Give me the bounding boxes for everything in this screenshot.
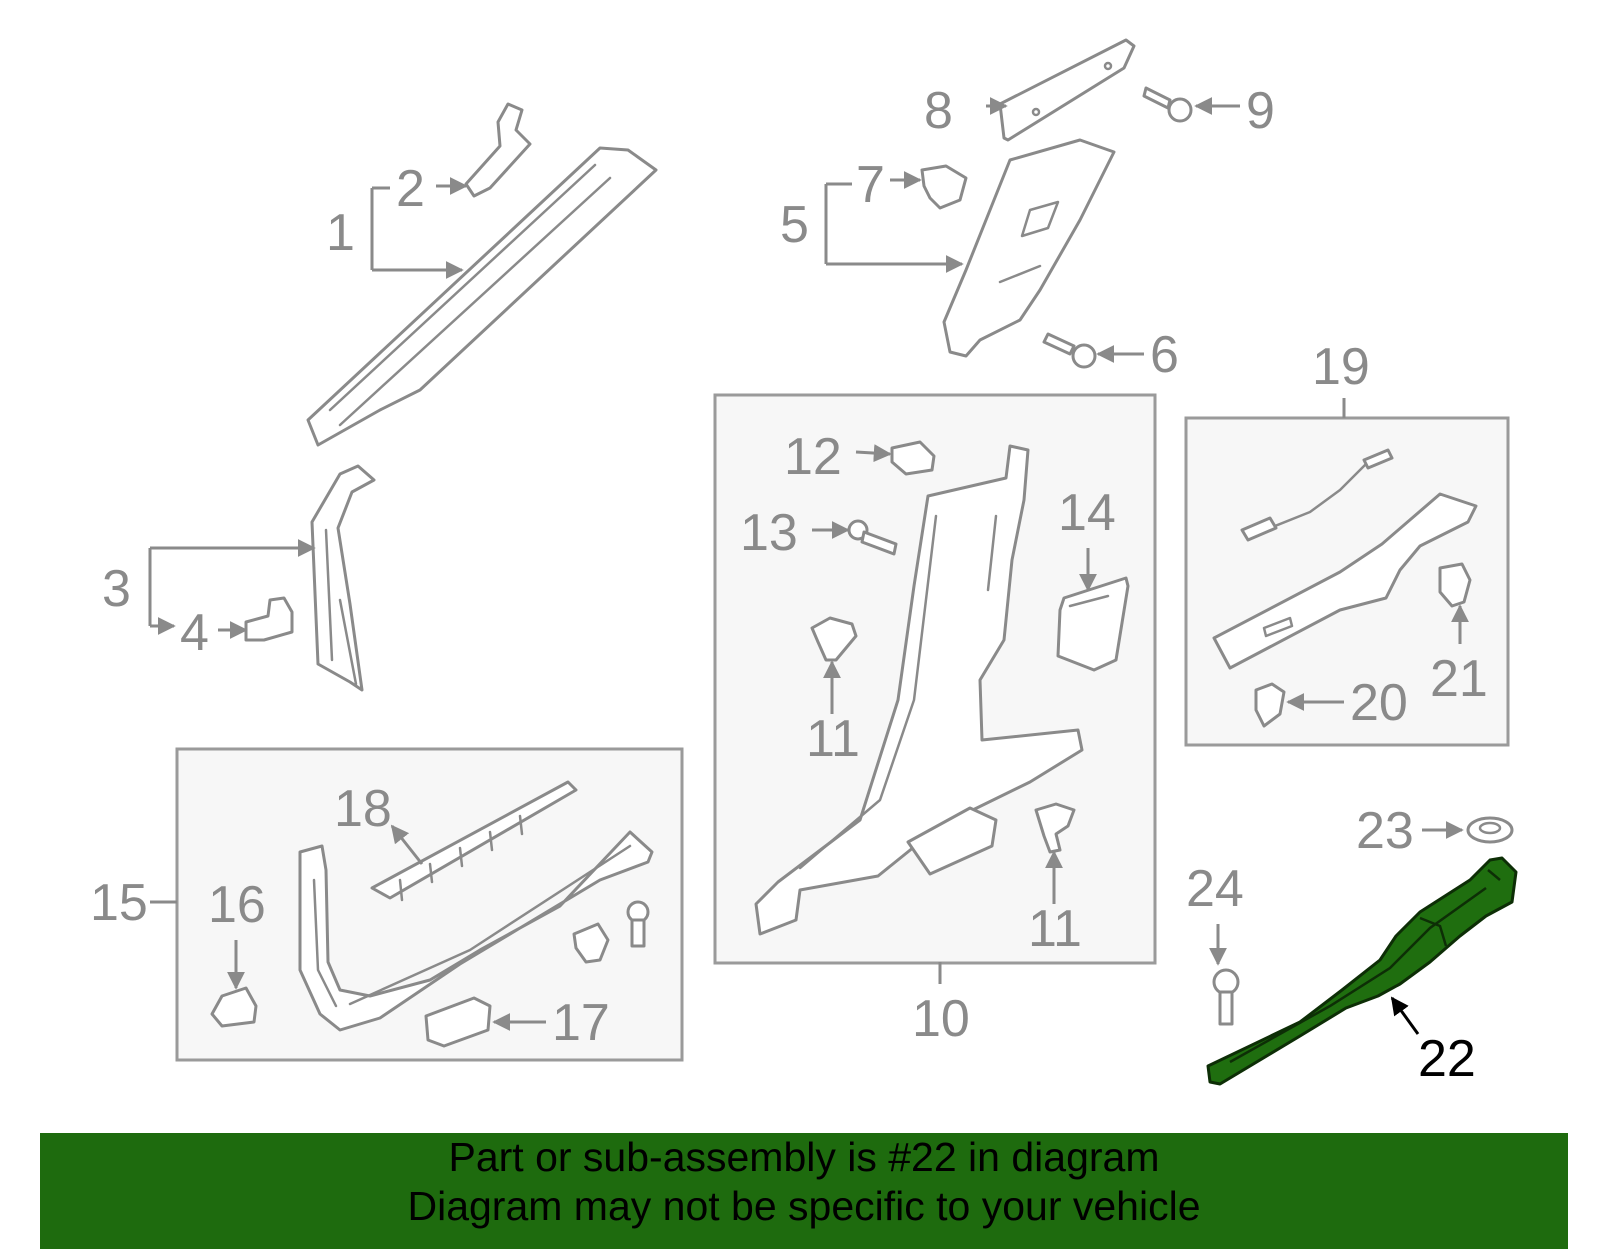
- part-labels: 1 2 3 4 5 6 7 8 9 10 11 11 12 13 14 15 1…: [90, 82, 1488, 1088]
- label-5: 5: [780, 196, 809, 254]
- part-22-bracket-highlighted[interactable]: [1206, 856, 1518, 1086]
- label-18: 18: [334, 780, 392, 838]
- label-2: 2: [396, 160, 425, 218]
- part-18-strip[interactable]: [370, 780, 578, 902]
- part-19-cable[interactable]: [1240, 448, 1394, 542]
- part-13-screw[interactable]: [847, 519, 898, 556]
- part-17-block[interactable]: [424, 996, 492, 1048]
- part-19-sill-trim[interactable]: [1212, 492, 1478, 670]
- label-12: 12: [784, 428, 842, 486]
- part-3-pillar-trim[interactable]: [310, 464, 376, 692]
- banner-line-2: Diagram may not be specific to your vehi…: [407, 1183, 1201, 1229]
- part-16-clip[interactable]: [210, 986, 258, 1028]
- label-20: 20: [1350, 674, 1408, 732]
- label-3: 3: [102, 560, 131, 618]
- part-4-clip[interactable]: [244, 596, 294, 642]
- part-6-bolt[interactable]: [1042, 332, 1097, 369]
- label-22: 22: [1418, 1030, 1476, 1088]
- part-11-clip-upper[interactable]: [810, 616, 858, 662]
- part-11-clip-lower[interactable]: [1034, 802, 1076, 854]
- label-24: 24: [1186, 860, 1244, 918]
- label-7: 7: [856, 156, 885, 214]
- part-12-clip[interactable]: [890, 440, 936, 476]
- part-23-grommet[interactable]: [1466, 816, 1514, 844]
- label-8: 8: [924, 82, 953, 140]
- part-15-scuff-plate[interactable]: [298, 830, 654, 1032]
- label-17: 17: [552, 994, 610, 1052]
- part-20-clip[interactable]: [1254, 682, 1286, 728]
- part-2-clip[interactable]: [464, 102, 532, 198]
- label-11-lower: 11: [1028, 900, 1082, 958]
- label-1: 1: [326, 204, 355, 262]
- part-21-clip[interactable]: [1438, 562, 1472, 608]
- label-21: 21: [1430, 650, 1488, 708]
- label-16: 16: [208, 876, 266, 934]
- part-9-bolt[interactable]: [1142, 86, 1193, 123]
- group-box-15: [175, 747, 684, 1062]
- label-10: 10: [912, 990, 970, 1048]
- part-8-plate[interactable]: [998, 38, 1136, 142]
- part-15-clips[interactable]: [572, 900, 650, 964]
- label-23: 23: [1356, 802, 1414, 860]
- label-4: 4: [180, 604, 209, 662]
- label-11-upper: 11: [806, 710, 860, 768]
- label-6: 6: [1150, 326, 1179, 384]
- banner-line-1: Part or sub-assembly is #22 in diagram: [448, 1134, 1160, 1180]
- part-24-bolt[interactable]: [1212, 968, 1240, 1026]
- part-5-b-pillar-upper[interactable]: [942, 138, 1116, 358]
- part-7-clip[interactable]: [920, 164, 968, 210]
- info-banner: Part or sub-assembly is #22 in diagram D…: [40, 1133, 1568, 1249]
- label-14: 14: [1058, 484, 1116, 542]
- part-10-b-pillar-lower[interactable]: [754, 444, 1084, 936]
- leader-lines: [148, 97, 1469, 1035]
- label-13: 13: [740, 504, 798, 562]
- part-14-bracket[interactable]: [1056, 576, 1130, 672]
- label-15: 15: [90, 874, 148, 932]
- label-9: 9: [1246, 82, 1275, 140]
- label-19: 19: [1312, 338, 1370, 396]
